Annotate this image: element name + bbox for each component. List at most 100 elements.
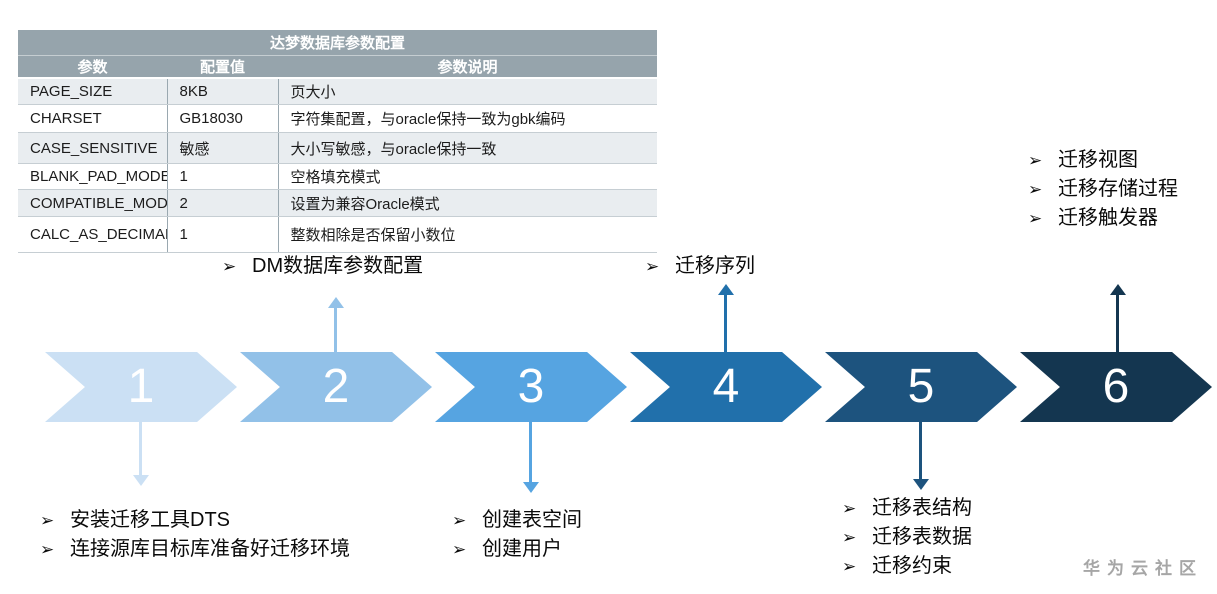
step-number: 5 (907, 360, 935, 413)
note-item: ➢ 迁移表结构 (842, 494, 972, 523)
note-text: 创建表空间 (482, 509, 582, 531)
arrow-shaft (334, 306, 337, 352)
note-text: 迁移约束 (872, 555, 952, 577)
step-chevron-6: 6 (1020, 352, 1212, 422)
step-number: 6 (1102, 360, 1130, 413)
note-text: 迁移序列 (675, 255, 755, 277)
bullet-arrow-icon: ➢ (452, 540, 467, 559)
step-number: 4 (712, 360, 740, 413)
step-2-arrow-up-icon (328, 297, 344, 352)
arrow-shaft (724, 293, 727, 352)
arrow-shaft (529, 422, 532, 484)
step-3-notes: ➢ 创建表空间 ➢ 创建用户 (452, 506, 582, 564)
table-cell: 大小写敏感，与oracle保持一致 (277, 132, 658, 164)
bullet-arrow-icon: ➢ (40, 511, 55, 530)
table-cell: 2 (166, 189, 278, 217)
arrow-shaft (1116, 293, 1119, 352)
arrow-head (133, 475, 149, 486)
note-item: ➢ 安装迁移工具DTS (40, 506, 350, 535)
note-item: ➢ 连接源库目标库准备好迁移环境 (40, 535, 350, 564)
step-1-arrow-down-icon (133, 422, 149, 486)
arrow-head (328, 297, 344, 308)
note-text: 迁移视图 (1058, 149, 1138, 171)
bullet-arrow-icon: ➢ (842, 499, 857, 518)
table-cell: 1 (166, 216, 278, 253)
table-cell: 设置为兼容Oracle模式 (277, 189, 658, 217)
note-text: 创建用户 (482, 538, 562, 560)
table-header-row: 参数 配置值 参数说明 (18, 55, 658, 78)
table-cell: BLANK_PAD_MODE (18, 163, 167, 190)
bullet-arrow-icon: ➢ (1028, 209, 1043, 228)
note-text: 安装迁移工具DTS (70, 509, 230, 531)
arrow-head (718, 284, 734, 295)
table-cell: 敏感 (166, 132, 278, 164)
step-4-arrow-up-icon (718, 284, 734, 352)
note-item: ➢ 迁移触发器 (1028, 204, 1178, 233)
table-title-row: 达梦数据库参数配置 (18, 30, 658, 56)
note-text: DM数据库参数配置 (252, 255, 424, 277)
table-cell: 1 (166, 163, 278, 190)
arrow-head (1110, 284, 1126, 295)
note-item: ➢迁移表数据 (842, 523, 972, 552)
table-cell: 字符集配置，与oracle保持一致为gbk编码 (277, 104, 658, 133)
bullet-arrow-icon: ➢ (40, 540, 55, 559)
step-5-arrow-down-icon (913, 422, 929, 490)
note-text: 迁移存储过程 (1058, 178, 1178, 200)
step-number: 1 (127, 360, 155, 413)
column-header-value: 配置值 (167, 55, 278, 78)
note-item: ➢ DM数据库参数配置 (222, 252, 423, 281)
column-header-description: 参数说明 (278, 55, 658, 78)
watermark: 华为云社区 (1083, 559, 1203, 578)
table-cell: GB18030 (166, 104, 278, 133)
arrow-shaft (919, 422, 922, 481)
bullet-arrow-icon: ➢ (842, 557, 857, 576)
bullet-arrow-icon: ➢ (1028, 180, 1043, 199)
note-text: 迁移触发器 (1058, 207, 1158, 229)
step-chevron-3: 3 (435, 352, 627, 422)
arrow-head (913, 479, 929, 490)
step-2-notes: ➢ DM数据库参数配置 (222, 252, 423, 281)
table-cell: CALC_AS_DECIMAL (18, 216, 167, 253)
table-cell: COMPATIBLE_MODE (18, 189, 167, 217)
note-item: ➢ 迁移序列 (645, 252, 755, 281)
note-text: 连接源库目标库准备好迁移环境 (70, 538, 350, 560)
step-chevron-5: 5 (825, 352, 1017, 422)
table-cell: CHARSET (18, 104, 167, 133)
table-cell: 8KB (166, 77, 278, 105)
step-number: 2 (322, 360, 350, 413)
note-item: ➢ 创建用户 (452, 535, 582, 564)
note-item: ➢ 创建表空间 (452, 506, 582, 535)
note-item: ➢ 迁移约束 (842, 552, 972, 581)
note-item: ➢ 迁移视图 (1028, 146, 1178, 175)
table-cell: PAGE_SIZE (18, 77, 167, 105)
note-text: 迁移表结构 (872, 497, 972, 519)
step-chevron-4: 4 (630, 352, 822, 422)
arrow-head (523, 482, 539, 493)
step-5-notes: ➢ 迁移表结构 ➢迁移表数据 ➢ 迁移约束 (842, 494, 972, 581)
table-cell: 页大小 (277, 77, 658, 105)
step-1-notes: ➢ 安装迁移工具DTS ➢ 连接源库目标库准备好迁移环境 (40, 506, 350, 564)
bullet-arrow-icon: ➢ (222, 257, 237, 276)
bullet-arrow-icon: ➢ (1028, 151, 1043, 170)
table-cell: 空格填充模式 (277, 163, 658, 190)
step-number: 3 (517, 360, 545, 413)
step-6-arrow-up-icon (1110, 284, 1126, 352)
table-cell: CASE_SENSITIVE (18, 132, 167, 164)
step-chevron-1: 1 (45, 352, 237, 422)
bullet-arrow-icon: ➢ (842, 528, 857, 547)
column-header-param: 参数 (18, 55, 167, 78)
bullet-arrow-icon: ➢ (452, 511, 467, 530)
step-3-arrow-down-icon (523, 422, 539, 493)
step-4-notes: ➢ 迁移序列 (645, 252, 755, 281)
bullet-arrow-icon: ➢ (645, 257, 660, 276)
table-cell: 整数相除是否保留小数位 (277, 216, 658, 253)
